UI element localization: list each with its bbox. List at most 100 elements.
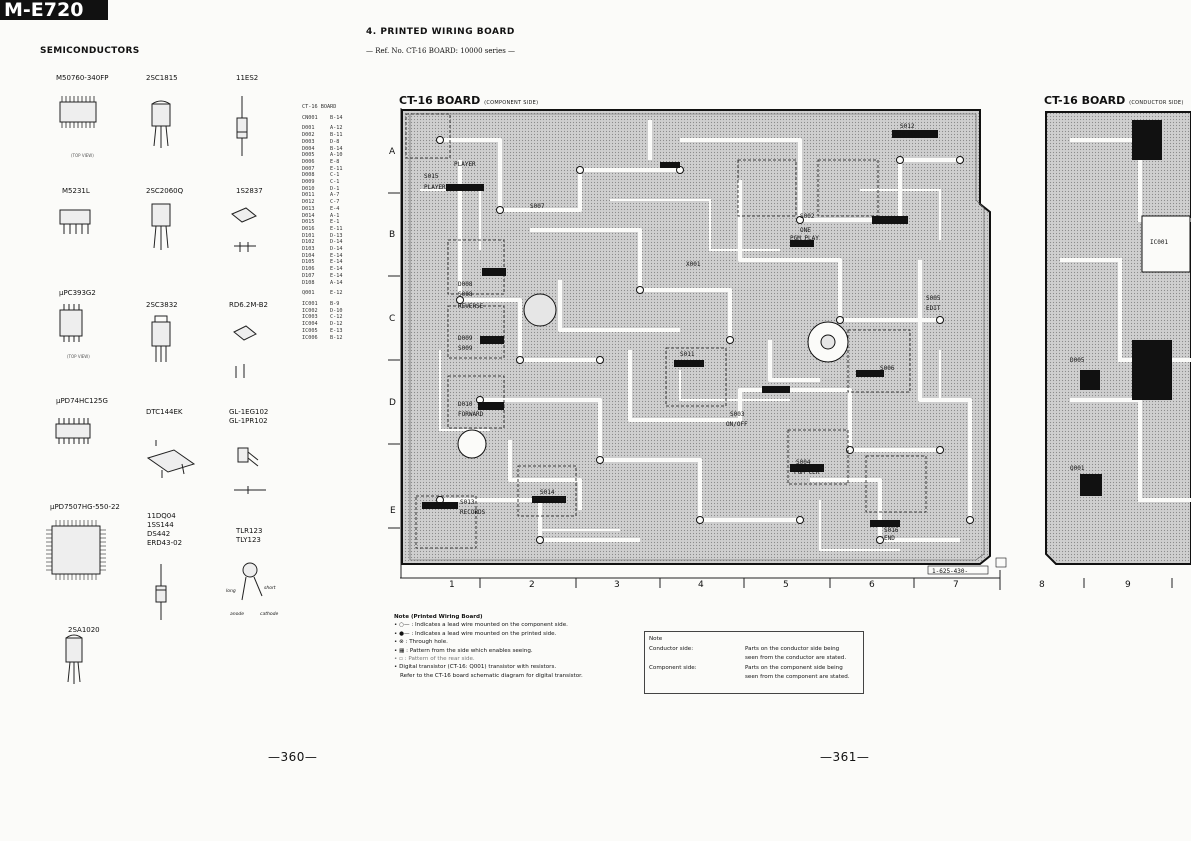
pcb-label: D010 [458, 401, 473, 408]
semiconductors-title: SEMICONDUCTORS [40, 46, 140, 56]
pattern-rear-icon: ▫ [399, 656, 403, 663]
pin-note: short [264, 586, 276, 591]
note-item: • ●— : Indicates a lead wire mounted on … [394, 630, 557, 637]
row-letter: B [389, 230, 396, 240]
pcb-label: PLAYER [424, 184, 446, 191]
note-item: • ⊗ : Through hole. [394, 639, 448, 646]
ref-note: — Ref. No. CT-16 BOARD: 10000 series — [366, 47, 516, 55]
part-label: RD6.2M-B2 [229, 301, 268, 309]
note-box-label: Component side: [649, 665, 697, 671]
pattern-seeing-icon: ▦ [399, 647, 405, 654]
page-number-right: —361— [820, 750, 870, 764]
row-letter: A [389, 147, 396, 157]
pcb-label: PGM CLR [794, 469, 820, 476]
part-label: 2SC1815 [146, 74, 178, 82]
pcb-label: X001 [686, 261, 701, 268]
pcb-label: S012 [900, 123, 915, 130]
pcb-label: S003 [730, 411, 745, 418]
pin-note: cathode [260, 612, 279, 617]
pcb-label: ONE [800, 227, 811, 234]
pcb-label: INSERT [678, 361, 700, 368]
col-number: 7 [953, 580, 959, 590]
col-number: 3 [614, 580, 620, 590]
note-item: • ▫ : Pattern of the rear side. [394, 656, 475, 663]
note-box-text: Parts on the conductor side being seen f… [745, 646, 847, 661]
pcb-label: S015 [424, 173, 439, 180]
page-number-left: —360— [268, 750, 318, 764]
board-part-number: 1-625-430- [932, 568, 968, 575]
col-number: 5 [783, 580, 789, 590]
pcb-label: S007 [530, 203, 545, 210]
note-item: • ○— : Indicates a lead wire mounted on … [394, 622, 568, 629]
board-title-component: CT-16 BOARD (COMPONENT SIDE) [399, 94, 539, 107]
note-box: Note Conductor side: Parts on the conduc… [644, 631, 864, 694]
pcb-label: S002 [800, 213, 815, 220]
col-number: 1 [449, 580, 455, 590]
pcb-label: ON/OFF [726, 421, 748, 428]
row-letter: D [389, 398, 396, 408]
pcb-label: ENTRY [540, 497, 558, 504]
pcb-label: END [884, 535, 895, 542]
part-label: DTC144EK [146, 408, 183, 416]
part-label: µPD74HC125G [56, 397, 108, 405]
col-number: 4 [698, 580, 704, 590]
semiconductor-packages [46, 96, 266, 684]
xref-title: CT-16 BOARD [302, 104, 337, 110]
pcb-label: IC001 [1150, 239, 1168, 246]
pcb-label: PGM MODE [894, 131, 923, 138]
note-item: • ▦ : Pattern from the side which enable… [394, 647, 533, 654]
pcb-label: S013 [460, 499, 475, 506]
row-letter: C [389, 314, 396, 324]
note-box-text: Parts on the component side being seen f… [745, 665, 850, 680]
part-label: M5231L [62, 187, 90, 195]
part-label: 2SA1020 [68, 626, 100, 634]
pcb-label: S005 [926, 295, 941, 302]
pcb-label: REVERSE [458, 303, 484, 310]
pcb-label: S016 [884, 527, 899, 534]
pcb-label: S006 [880, 365, 895, 372]
part-label: µPD7507HG-550-22 [50, 503, 120, 511]
pcb-label: PLAYER [454, 161, 476, 168]
pcb-label: S011 [680, 351, 695, 358]
note-item: Refer to the CT-16 board schematic diagr… [400, 672, 583, 679]
part-label: 2SC3832 [146, 301, 178, 309]
board-title-conductor: CT-16 BOARD (CONDUCTOR SIDE) [1044, 94, 1184, 107]
pcb-label: S009 [458, 345, 473, 352]
lead-wire-component-icon: ○— [399, 622, 410, 629]
model-tab: M-E720 [0, 0, 108, 20]
pin-note: long [226, 589, 236, 594]
part-label: µPC393G2 [59, 289, 96, 297]
pcb-label: PGM PLAY [790, 235, 819, 242]
col-number: 6 [869, 580, 875, 590]
part-label: M50760-340FP [56, 74, 109, 82]
